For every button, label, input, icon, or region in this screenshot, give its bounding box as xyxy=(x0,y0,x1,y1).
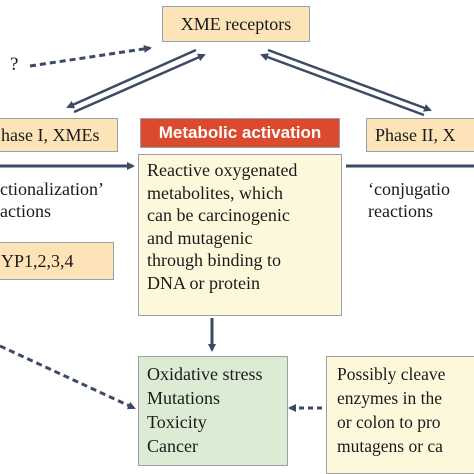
outcome-toxicity: Toxicity xyxy=(147,412,207,432)
cleaved-conjugates-box: Possibly cleave enzymes in the or colon … xyxy=(326,356,474,474)
metabolic-activation-title: Metabolic activation xyxy=(158,123,322,142)
cleaved-line-4: mutagens or ca xyxy=(337,436,443,456)
phase2-reaction-text: ‘conjugatio reactions xyxy=(368,178,450,222)
activation-line-6: DNA or protein xyxy=(147,272,260,293)
cleaved-line-3: or colon to pro xyxy=(337,412,441,432)
phase2-xmes-box: Phase II, X xyxy=(366,118,474,152)
xme-receptors-box: XME receptors xyxy=(162,6,310,42)
phase2-title: Phase II, X xyxy=(375,124,456,145)
cyp-enzymes-label: YP1,2,3,4 xyxy=(1,250,74,271)
outcomes-box: Oxidative stress Mutations Toxicity Canc… xyxy=(138,356,288,466)
phase1-reaction-line-1: ctionalization’ xyxy=(0,179,104,199)
outcome-cancer: Cancer xyxy=(147,436,198,456)
phase1-title: hase I, XMEs xyxy=(1,124,100,145)
outcome-mutations: Mutations xyxy=(147,388,221,408)
xme-receptors-label: XME receptors xyxy=(180,13,292,34)
unknown-input-marker: ? xyxy=(10,54,19,75)
arrow-left-dashed-to-outcomes xyxy=(0,344,136,410)
double-arrow-receptors-phase1 xyxy=(66,48,206,114)
phase2-reaction-line-1: ‘conjugatio xyxy=(368,179,450,199)
phase1-xmes-box: hase I, XMEs xyxy=(0,118,118,152)
cleaved-line-2: enzymes in the xyxy=(337,388,442,408)
phase1-reaction-line-2: actions xyxy=(0,201,51,221)
arrow-question-to-receptors xyxy=(29,44,152,68)
outcome-oxidative-stress: Oxidative stress xyxy=(147,364,263,384)
cyp-enzymes-box: YP1,2,3,4 xyxy=(0,242,114,280)
activation-line-4: and mutagenic xyxy=(147,227,253,248)
phase2-reaction-line-2: reactions xyxy=(368,201,433,221)
cleaved-line-1: Possibly cleave xyxy=(337,364,446,384)
activation-line-5: through binding to xyxy=(147,250,281,270)
phase1-reaction-text: ctionalization’ actions xyxy=(0,178,104,222)
double-arrow-receptors-phase2 xyxy=(260,48,432,117)
activation-line-1: Reactive oxygenated xyxy=(147,160,298,180)
metabolic-activation-banner: Metabolic activation xyxy=(140,118,340,148)
activation-line-3: can be carcinogenic xyxy=(147,205,290,225)
activation-line-2: metabolites, which xyxy=(147,182,283,203)
reactive-metabolites-box: Reactive oxygenated metabolites, which c… xyxy=(138,154,342,316)
